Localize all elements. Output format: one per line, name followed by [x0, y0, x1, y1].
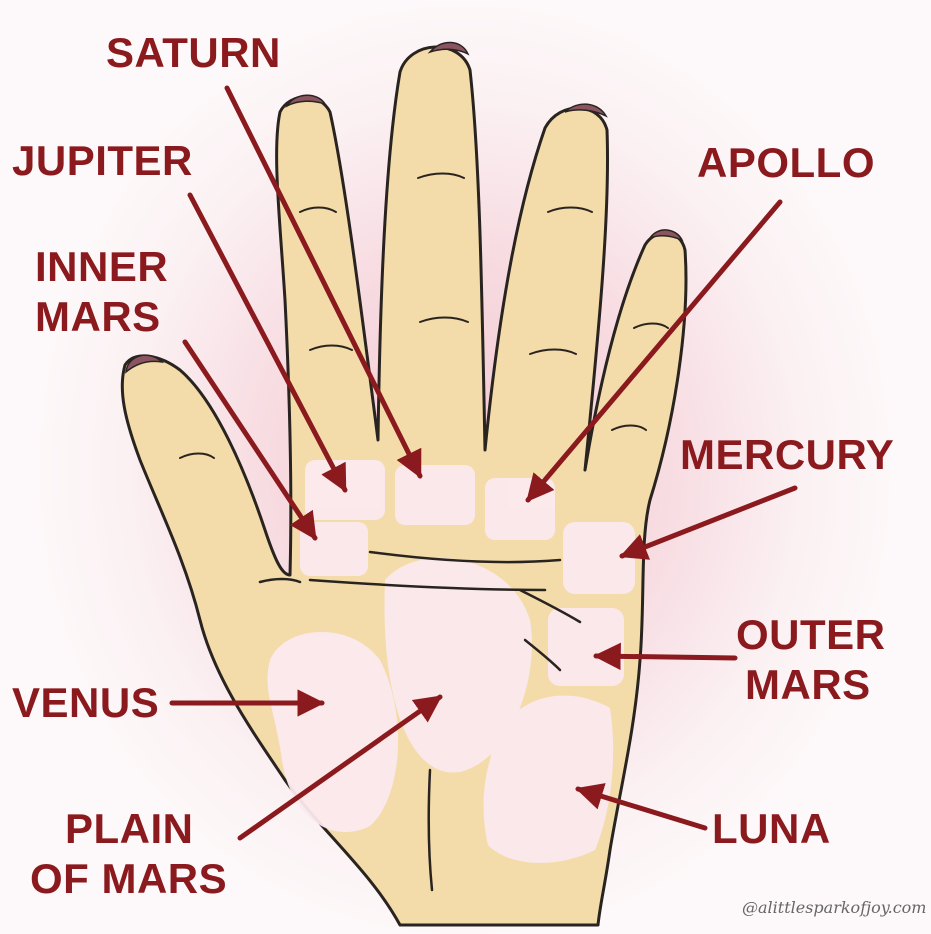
finger-creases [179, 172, 669, 459]
palm-mounts [267, 460, 635, 863]
label-inner-mars-line2: MARS [35, 293, 161, 340]
label-inner-mars-line1: INNER [35, 243, 169, 290]
label-saturn: SATURN [106, 29, 281, 76]
apollo-arrow [525, 199, 783, 503]
inner-mars-arrow [182, 339, 318, 541]
outer-mars-arrow [593, 642, 738, 671]
label-mercury: MERCURY [680, 431, 895, 478]
saturn-arrow [224, 85, 423, 479]
label-jupiter: JUPITER [12, 137, 193, 184]
label-luna: LUNA [712, 805, 831, 852]
label-apollo: APOLLO [697, 139, 875, 186]
label-venus: VENUS [12, 679, 160, 726]
label-outer-mars-line1: OUTER [736, 611, 886, 658]
label-outer-mars-line2: MARS [745, 661, 871, 708]
plain-of-mars-arrow [237, 694, 443, 841]
fingernails [125, 41, 684, 374]
palm-lines [258, 550, 582, 892]
mercury-arrow [619, 485, 798, 560]
credit-text: @alittlesparkofjoy.com [742, 898, 927, 917]
luna-arrow [575, 783, 708, 831]
pointer-arrows [169, 85, 798, 841]
label-plain-of-mars-line1: PLAIN [65, 805, 194, 852]
jupiter-arrow [187, 192, 348, 493]
label-plain-of-mars-line2: OF MARS [30, 855, 228, 902]
